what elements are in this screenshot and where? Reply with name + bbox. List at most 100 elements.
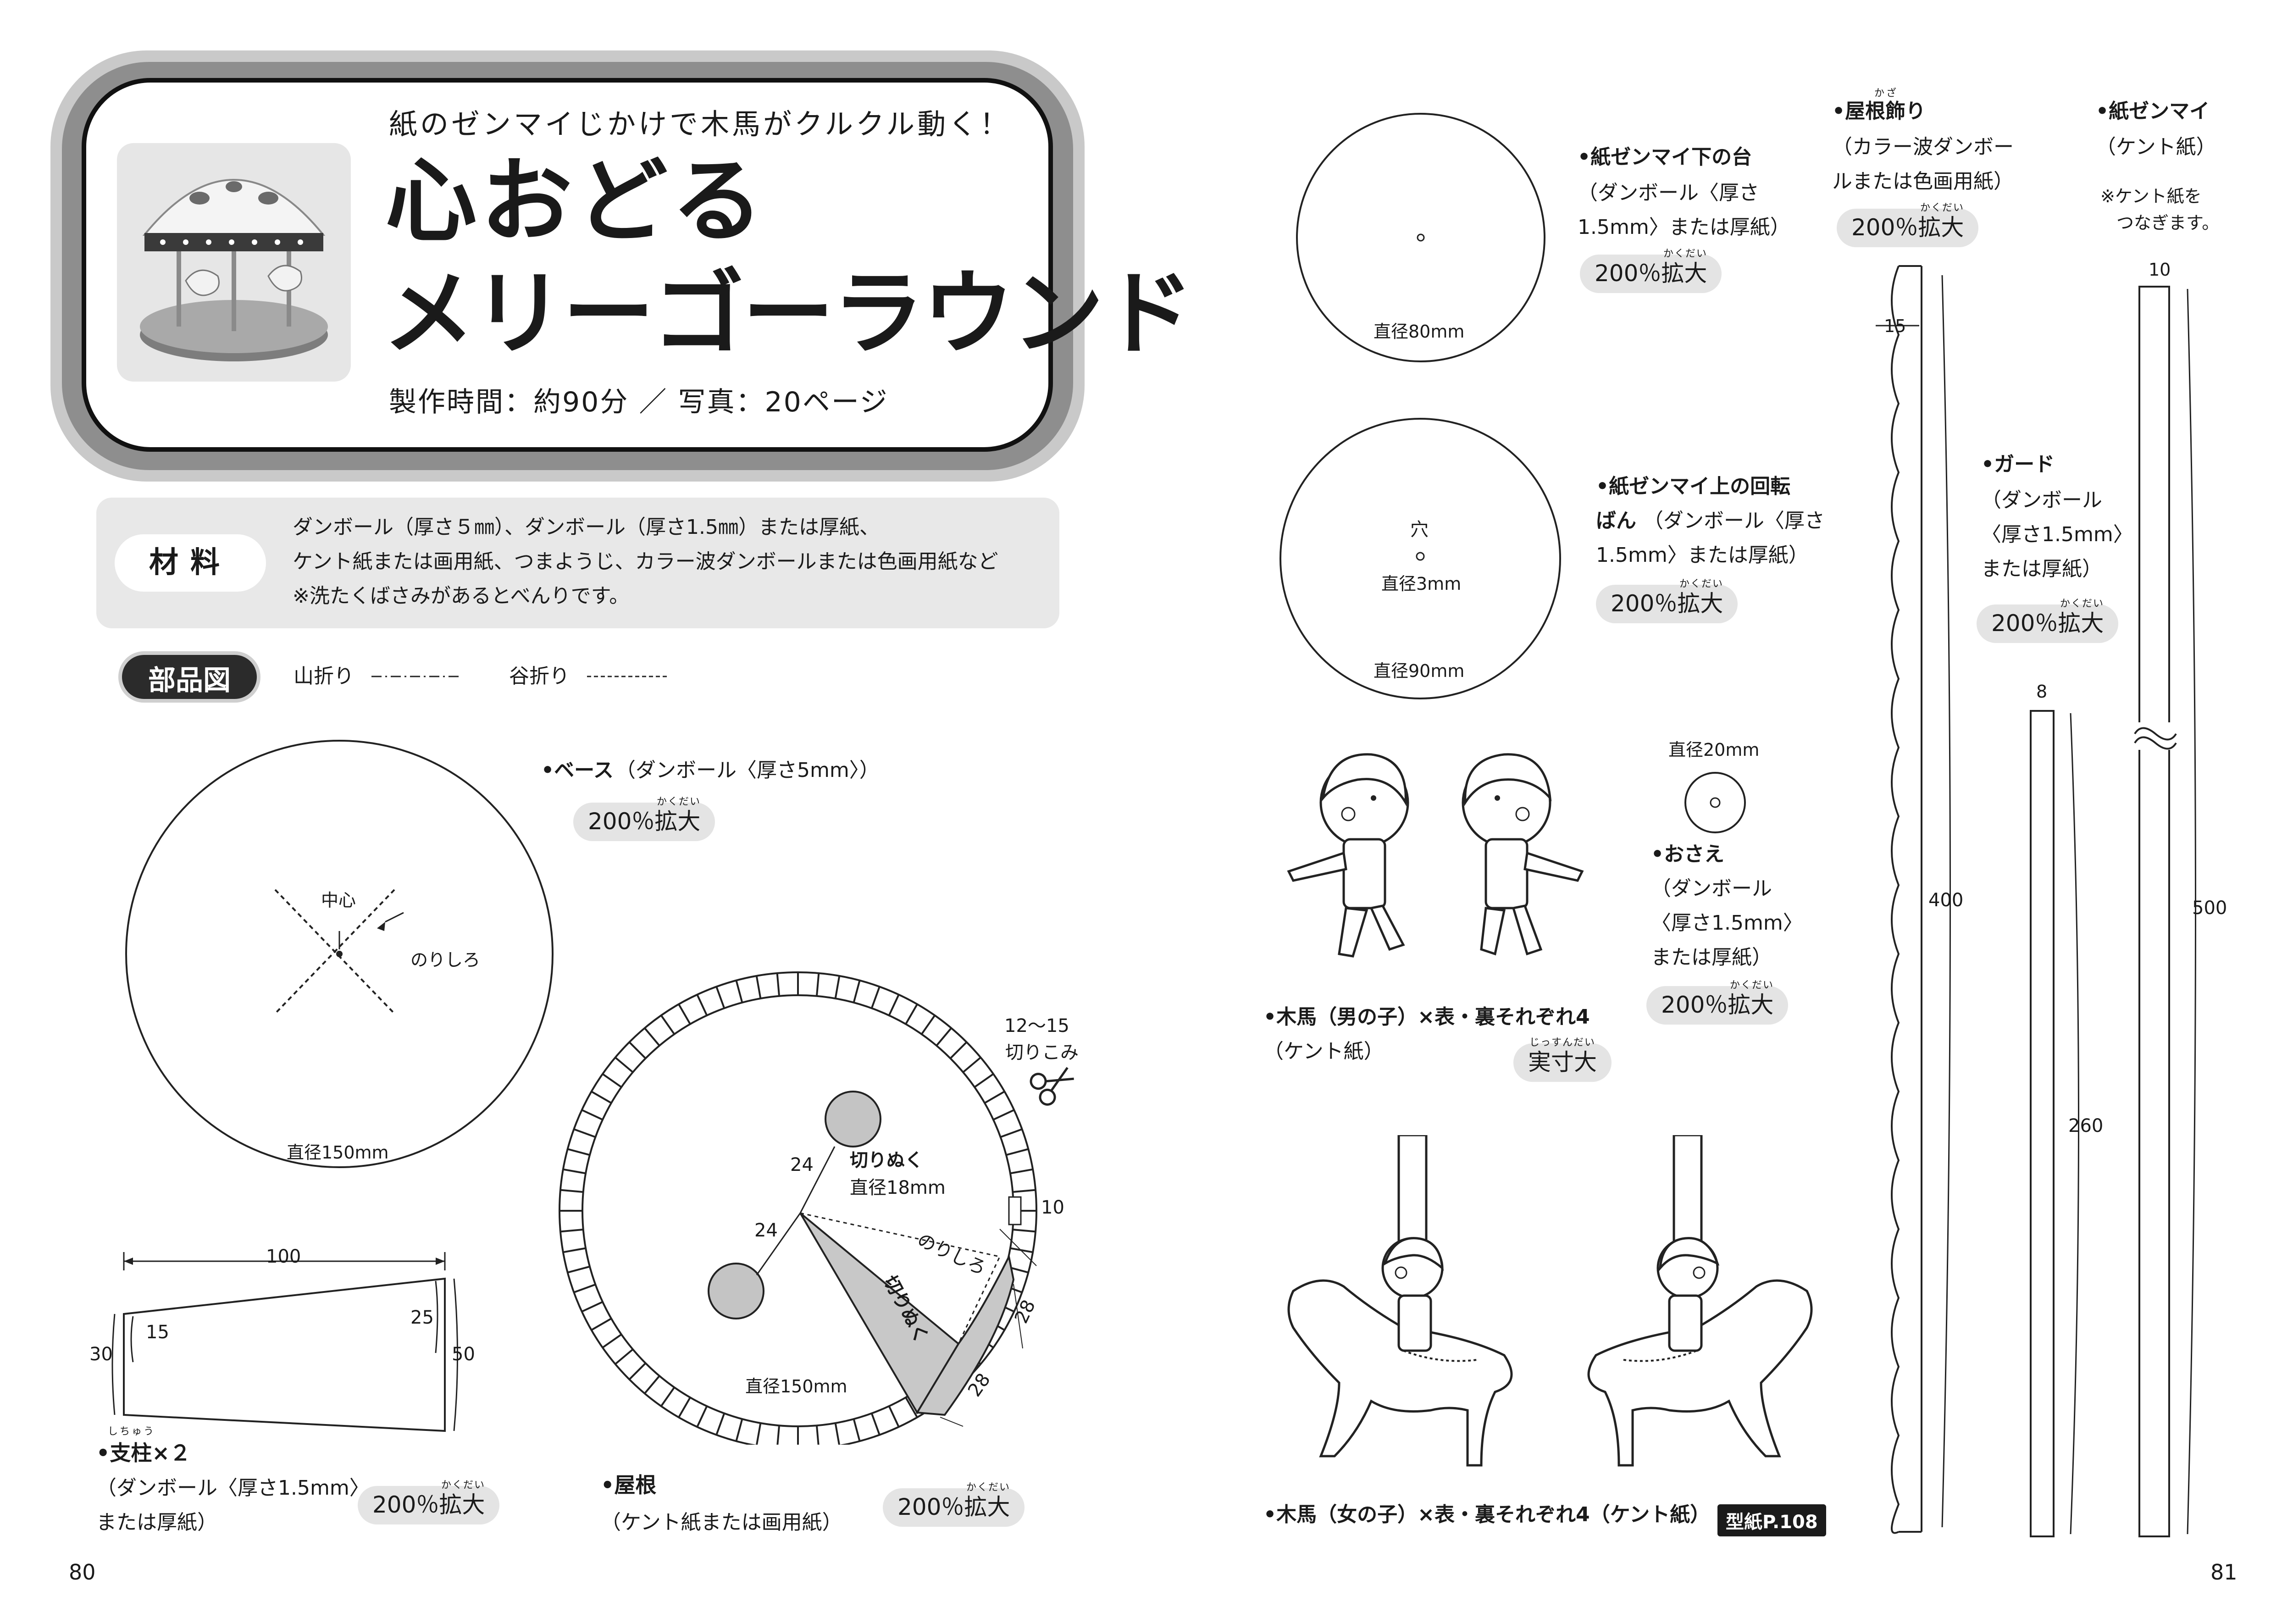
turntable-diameter: 直径90mm [1374, 661, 1465, 681]
guard-material-2: 〈厚さ1.5mm〉 [1981, 523, 2133, 546]
paper-spring-note-2: つなぎます。 [2116, 213, 2220, 233]
spring-base-scale-text: 200％拡大 [1595, 260, 1707, 287]
turntable-material-1: （ダンボール〈厚さ [1643, 509, 1825, 532]
pillar-dim-top: 100 [266, 1246, 301, 1267]
stopper-diagram [1684, 772, 1746, 833]
page-number-right: 81 [2210, 1560, 2238, 1585]
roof-name: •屋根 [601, 1473, 657, 1497]
roof-scale-ruby: かくだい [966, 1482, 1011, 1493]
roof-material: （ケント紙または画用紙） [601, 1511, 842, 1534]
spring-base-diagram [1296, 113, 1545, 362]
base-scale-text: 200％拡大 [588, 808, 701, 835]
stopper-scale-text: 200％拡大 [1661, 992, 1774, 1018]
merry-go-round-photo [117, 143, 351, 382]
horse-boy-scale-text: 実寸大 [1528, 1049, 1597, 1075]
title-line-1: 心おどる [385, 148, 767, 255]
base-diameter: 直径150mm [287, 1142, 389, 1163]
spring-base-scale-badge: 200％拡大 かくだい [1580, 248, 1722, 293]
paper-spring-dim-length: 500 [2192, 898, 2227, 919]
guard-scale-text: 200％拡大 [1991, 610, 2104, 637]
pillar-dim-inner-left: 15 [146, 1322, 169, 1343]
pillar-scale-ruby: かくだい [441, 1480, 486, 1491]
roof-deco-ruby: かざ [1874, 88, 1899, 99]
spring-base-scale-ruby: かくだい [1663, 248, 1708, 260]
guard-material-1: （ダンボール [1981, 488, 2102, 512]
horse-girl-name: •木馬（女の子）×表・裏それぞれ4（ケント紙） [1263, 1503, 1711, 1526]
paper-spring-name: •紙ゼンマイ [2096, 100, 2210, 123]
horse-boy-material: （ケント紙） [1263, 1040, 1384, 1063]
roof-deco-scale-badge: 200％拡大 かくだい [1837, 202, 1979, 247]
pillar-material-1: （ダンボール〈厚さ1.5mm〉 [96, 1476, 370, 1500]
base-diagram [125, 740, 554, 1168]
roof-deco-name: •屋根飾り [1832, 100, 1926, 123]
roof-deco-dim-length: 400 [1928, 890, 1964, 911]
pillar-dim-left: 30 [89, 1344, 113, 1365]
pillar-material-2: または厚紙） [96, 1511, 217, 1534]
legend-mountain-fold: 山折り [294, 665, 354, 688]
base-center-label: 中心 [321, 890, 356, 910]
stopper-scale-ruby: かくだい [1730, 980, 1774, 991]
roof-deco-dim-width: 15 [1884, 316, 1906, 336]
roof-cut-diameter: 直径18mm [850, 1177, 946, 1198]
turntable-scale-text: 200％拡大 [1611, 590, 1723, 617]
stopper-material-2: 〈厚さ1.5mm〉 [1651, 911, 1803, 935]
turntable-name-2: ばん [1596, 509, 1636, 532]
header-info: 製作時間：約90分 ／ 写真：20ページ [389, 386, 889, 418]
roof-deco-material-2: ルまたは色画用紙） [1832, 170, 2014, 193]
turntable-hole-diameter: 直径3mm [1381, 574, 1462, 594]
roof-deco-material-1: （カラー波ダンボー [1832, 135, 2014, 159]
roof-deco-strip [1876, 265, 1951, 1534]
turntable-material-2: 1.5mm〉または厚紙） [1596, 543, 1809, 567]
materials-label: 材料 [115, 534, 266, 592]
stopper-material-3: または厚紙） [1651, 946, 1772, 969]
parts-diagram-badge: 部品図 [118, 651, 260, 703]
stopper-scale-badge: 200％拡大 かくだい [1646, 980, 1789, 1025]
guard-scale-ruby: かくだい [2060, 598, 2105, 610]
pillar-scale-badge: 200％拡大 かくだい [358, 1480, 500, 1524]
turntable-scale-badge: 200％拡大 かくだい [1596, 578, 1738, 623]
roof-deco-scale-ruby: かくだい [1920, 202, 1965, 214]
roof-deco-scale-text: 200％拡大 [1851, 214, 1964, 241]
spring-base-name: •紙ゼンマイ下の台 [1578, 145, 1752, 169]
page-number-left: 80 [69, 1560, 96, 1585]
roof-cut-label: 切りぬく [850, 1150, 923, 1171]
base-scale-ruby: かくだい [657, 796, 701, 808]
horse-boy-name: •木馬（男の子）×表・裏それぞれ4 [1263, 1005, 1590, 1029]
valley-fold-line [587, 676, 670, 677]
roof-diameter: 直径150mm [745, 1376, 847, 1397]
stopper-diameter: 直径20mm [1668, 740, 1760, 760]
materials-line-2: ケント紙または画用紙、つまようじ、カラー波ダンボールまたは色画用紙など [293, 550, 998, 573]
spring-base-diameter: 直径80mm [1374, 321, 1465, 342]
roof-dim-24-a: 24 [790, 1154, 814, 1175]
legend-valley-fold: 谷折り [509, 665, 570, 688]
guard-dim-length: 260 [2068, 1115, 2104, 1136]
paper-spring-dim-width: 10 [2149, 260, 2171, 280]
stopper-name: •おさえ [1651, 842, 1725, 866]
guard-dim-width: 8 [2036, 682, 2048, 702]
horse-boy-scale-ruby: じっすんだい [1529, 1037, 1595, 1048]
guard-name: •ガード [1981, 453, 2055, 476]
paper-spring-note-1: ※ケント紙を [2100, 186, 2202, 206]
pattern-page-tag: 型紙P.108 [1717, 1504, 1826, 1536]
paper-spring-strip [2134, 286, 2196, 1537]
turntable-name-1: •紙ゼンマイ上の回転 [1596, 475, 1791, 498]
materials-line-3: ※洗たくばさみがあるとべんりです。 [293, 584, 630, 608]
turntable-hole-label: 穴 [1410, 519, 1429, 540]
spring-base-material-1: （ダンボール〈厚さ [1578, 181, 1759, 205]
stopper-material-1: （ダンボール [1651, 877, 1772, 900]
pillar-dim-right: 50 [452, 1344, 475, 1365]
title-line-2: メリーゴーラウンド [383, 261, 1194, 367]
base-scale-badge: 200％拡大 かくだい [573, 796, 715, 841]
base-glue-label: のりしろ [410, 950, 481, 970]
girl-horses-illustration [1287, 1135, 1813, 1467]
mountain-fold-line [371, 676, 459, 677]
roof-notch-label-2: 切りこみ [1005, 1042, 1079, 1063]
pillar-diagram [111, 1252, 458, 1432]
turntable-diagram [1279, 418, 1561, 699]
base-material: （ダンボール〈厚さ5mm〉） [615, 759, 880, 782]
guard-material-3: または厚紙） [1981, 557, 2102, 581]
base-name: •ベース [541, 759, 614, 782]
pillar-scale-text: 200％拡大 [372, 1491, 485, 1518]
roof-scale-badge: 200％拡大 かくだい [883, 1482, 1025, 1527]
roof-dim-24-b: 24 [754, 1220, 778, 1241]
